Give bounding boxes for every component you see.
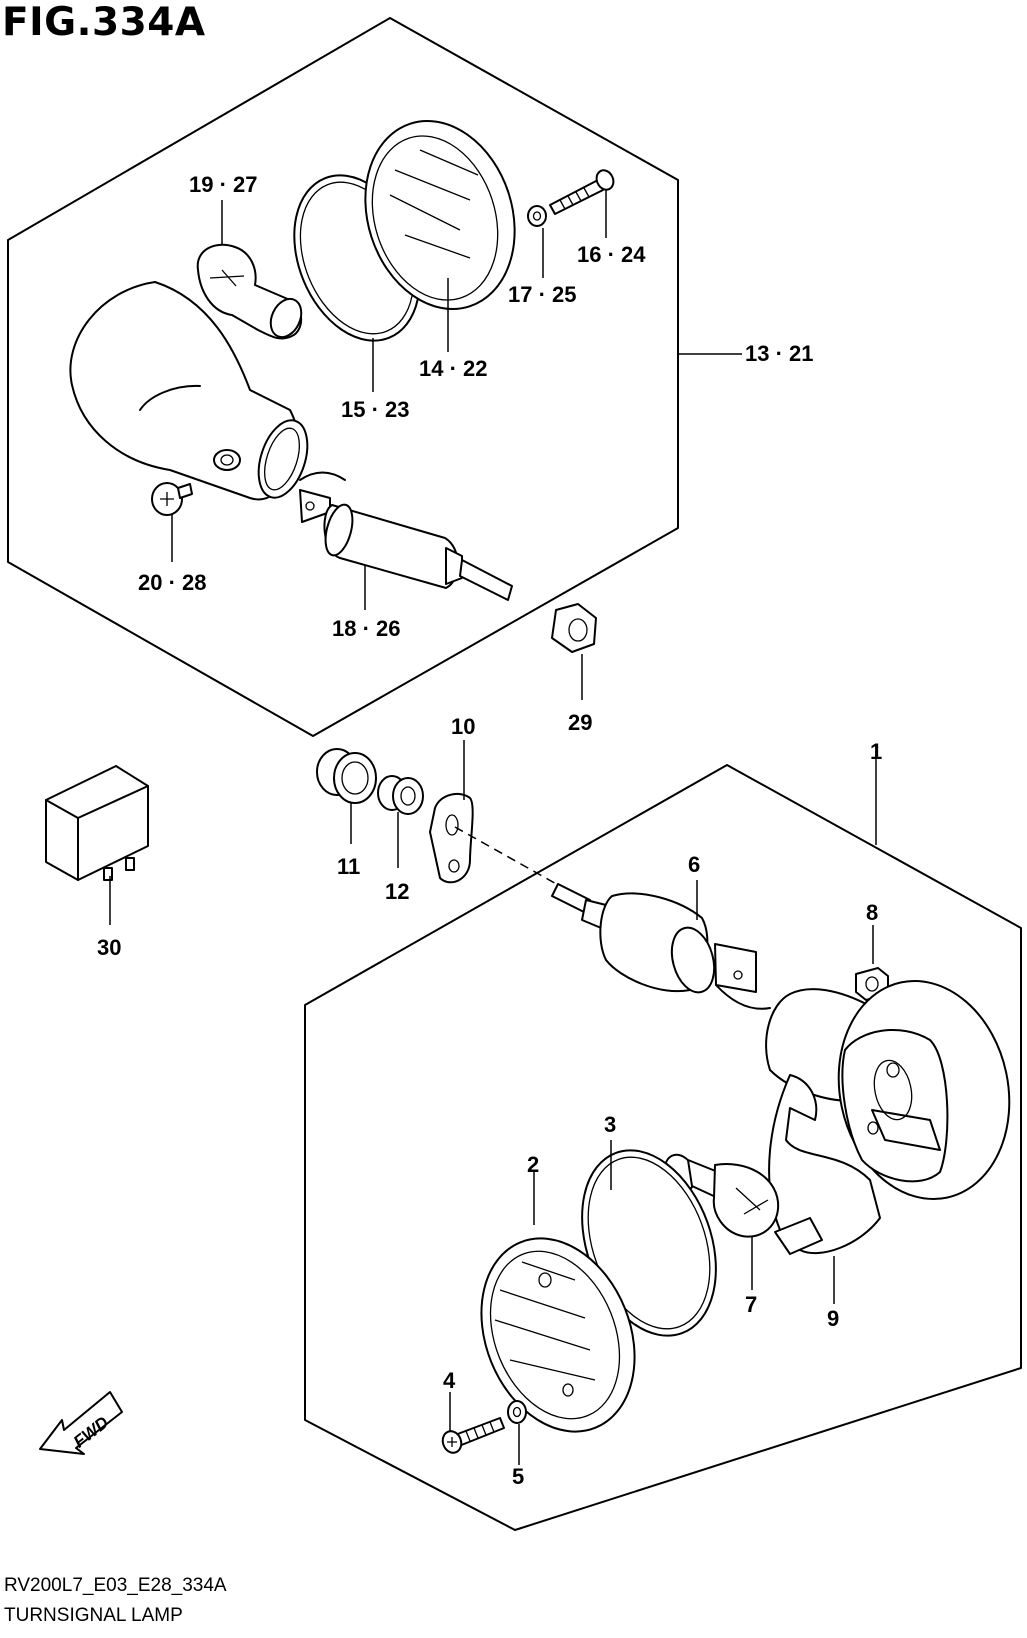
callout-19-27: 19 · 27 (189, 172, 258, 197)
callout-15-23: 15 · 23 (341, 397, 410, 422)
diagram-caption: TURNSIGNAL LAMP (4, 1605, 183, 1626)
lens-upper (364, 120, 516, 310)
diagram-code: RV200L7_E03_E28_334A (4, 1575, 227, 1596)
fwd-direction-marker: FWD (39, 1391, 123, 1455)
callout-2: 2 (527, 1152, 539, 1177)
washer-lower (507, 1400, 527, 1424)
bracket-10 (429, 792, 474, 884)
callout-13-21: 13 · 21 (745, 341, 814, 366)
callout-18-26: 18 · 26 (332, 616, 401, 641)
callout-7: 7 (745, 1292, 757, 1317)
reflector-9 (768, 1074, 881, 1255)
leader-lines (109, 190, 877, 1465)
mounting-axis-line (454, 826, 561, 887)
lamp-housing-upper (69, 281, 309, 501)
callout-5: 5 (512, 1464, 524, 1489)
callout-20-28: 20 · 28 (138, 570, 207, 595)
callout-4: 4 (443, 1368, 456, 1393)
callout-11: 11 (337, 854, 360, 879)
callout-16-24: 16 · 24 (577, 242, 646, 267)
callout-1: 1 (870, 739, 882, 764)
screw-lower (441, 1417, 505, 1454)
collar-12 (377, 775, 424, 815)
figure-title: FIG.334A (2, 0, 206, 45)
callout-6: 6 (688, 852, 700, 877)
lens-lower (480, 1237, 636, 1433)
callout-12: 12 (385, 879, 409, 904)
callout-10: 10 (451, 714, 475, 739)
socket-upper (299, 471, 513, 601)
lower-assembly-outline (304, 764, 1022, 1531)
callout-3: 3 (604, 1112, 616, 1137)
bulb-upper (196, 243, 303, 340)
callout-14-22: 14 · 22 (419, 356, 488, 381)
grommet-11 (316, 748, 377, 804)
lamp-housing-lower (765, 979, 1011, 1201)
socket-lower (551, 883, 771, 1010)
callout-30: 30 (97, 935, 121, 960)
screw-housing-upper (151, 482, 193, 516)
relay-30 (45, 765, 149, 881)
screw-upper (549, 169, 615, 215)
callout-17-25: 17 · 25 (508, 282, 577, 307)
bulb-lower (663, 1153, 780, 1238)
callout-8: 8 (866, 900, 878, 925)
callout-29: 29 (568, 710, 592, 735)
upper-assembly-outline (7, 17, 679, 737)
washer-upper (527, 205, 547, 227)
callout-9: 9 (827, 1306, 839, 1331)
callout-labels: 19 · 27 16 · 24 17 · 25 13 · 21 14 · 22 … (97, 172, 882, 1489)
nut-29 (551, 603, 597, 653)
